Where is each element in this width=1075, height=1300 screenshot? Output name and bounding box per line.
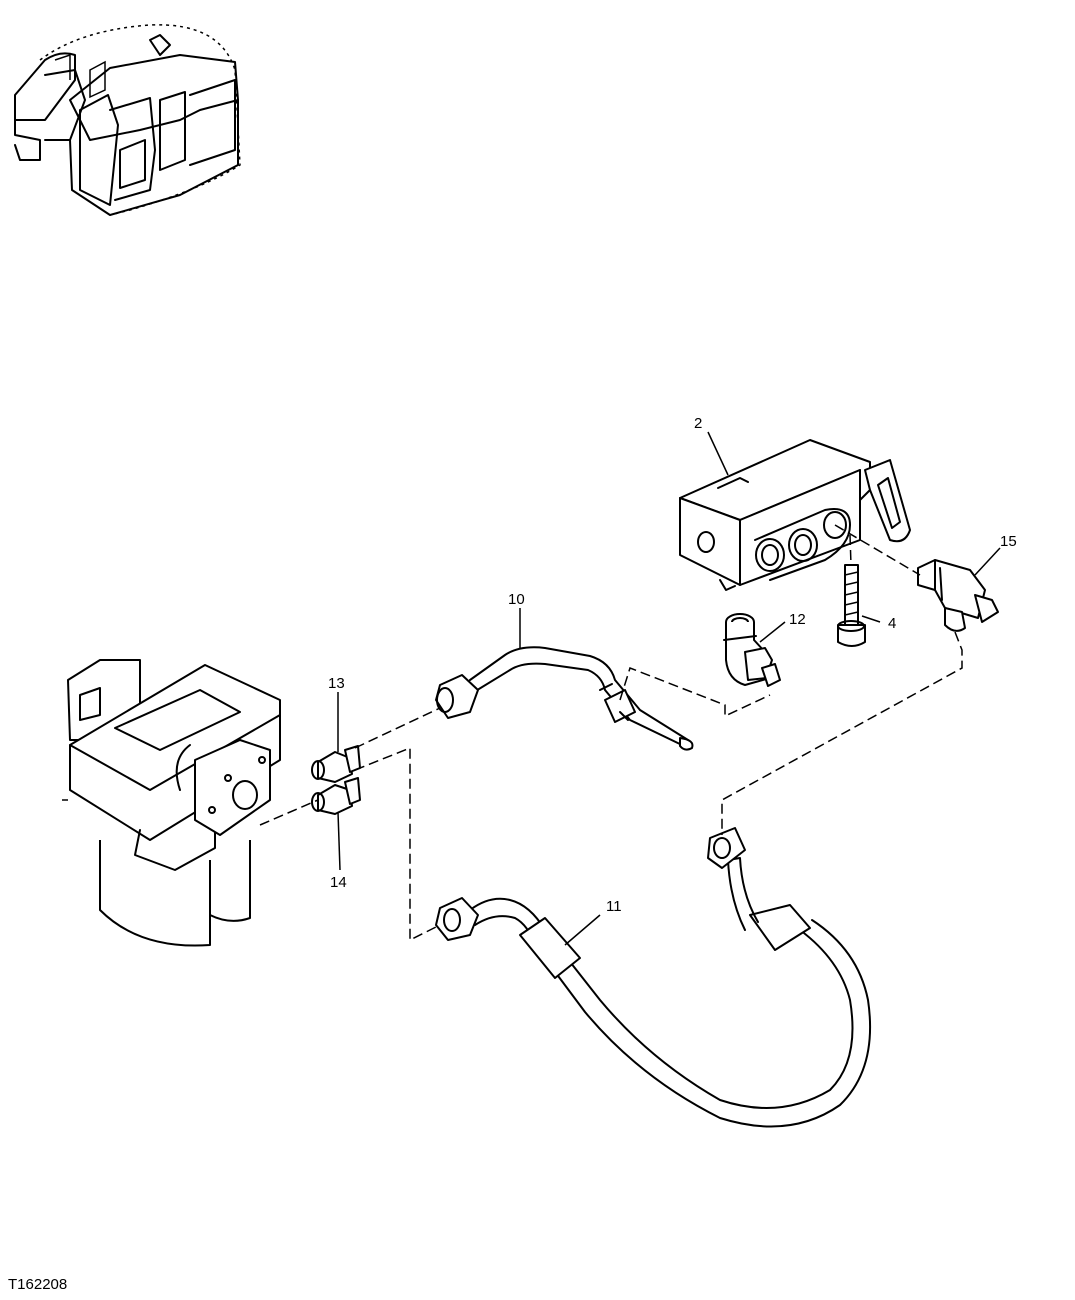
callout-13: 13: [328, 675, 345, 692]
callout-2: 2: [694, 415, 702, 432]
bolt-part-4: [837, 564, 866, 647]
connection-lines: [259, 524, 963, 942]
callout-11: 11: [606, 898, 622, 915]
callout-4: 4: [888, 615, 896, 632]
elbow-fitting-part-15: [917, 559, 999, 632]
callout-10: 10: [508, 591, 525, 608]
hose-part-11: [435, 827, 872, 1128]
callout-14: 14: [330, 874, 347, 891]
elbow-fitting-part-12: [723, 613, 781, 687]
callout-12: 12: [789, 611, 806, 628]
pump-assembly: [62, 659, 281, 947]
callout-15: 15: [1000, 533, 1017, 550]
callout-leaders: [337, 431, 1001, 946]
tube-part-10: [435, 646, 694, 751]
adapter-fitting-part-13: [311, 745, 361, 783]
figure-reference-id: T162208: [8, 1276, 67, 1293]
excavator-locator-thumbnail: [14, 24, 241, 216]
adapter-fitting-part-14: [311, 777, 361, 815]
valve-block-part-2: [679, 439, 911, 591]
